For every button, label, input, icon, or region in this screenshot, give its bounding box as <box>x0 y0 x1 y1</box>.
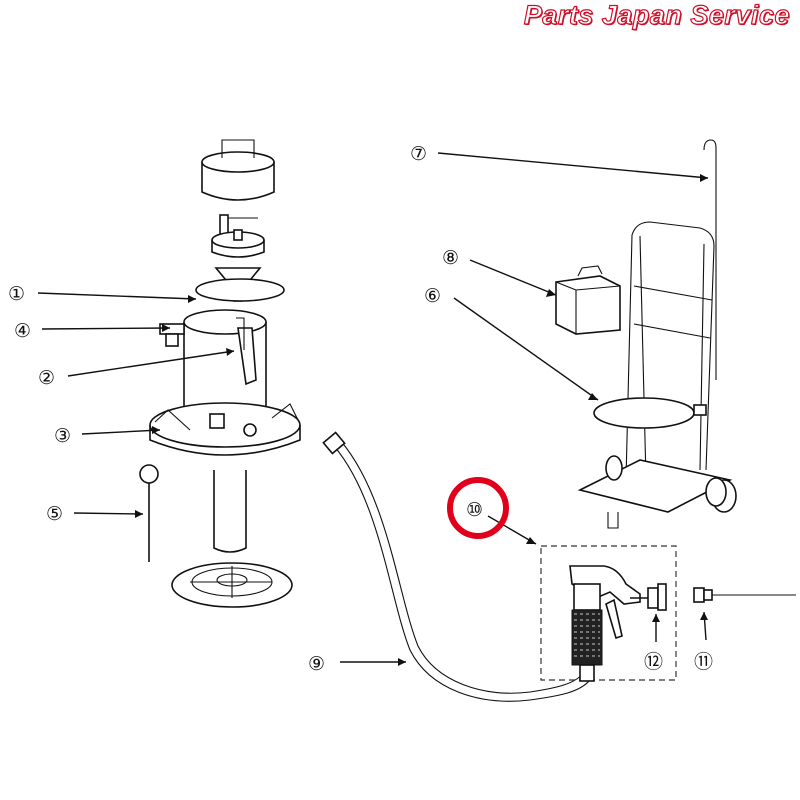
callout-8: ⑧ <box>442 247 459 269</box>
callout-10: ⑩ <box>466 499 483 521</box>
brand-logo: Parts Japan Service <box>523 0 790 31</box>
callout-1: ① <box>8 283 25 305</box>
pump-assembly <box>139 139 301 608</box>
hose <box>322 431 591 702</box>
callout-2: ② <box>38 367 55 389</box>
leader-lines <box>37 152 709 666</box>
callout-6: ⑥ <box>424 285 441 307</box>
cart-assembly <box>555 139 737 529</box>
callout-9: ⑨ <box>308 653 325 675</box>
callout-4: ④ <box>14 320 31 342</box>
highlight-circle <box>447 477 509 539</box>
callout-11: ⑪ <box>694 651 713 673</box>
callout-7: ⑦ <box>410 143 427 165</box>
callout-12: ⑫ <box>644 651 663 673</box>
grease-gun-group <box>540 545 677 682</box>
nozzle-rod <box>693 587 796 603</box>
callout-3: ③ <box>54 425 71 447</box>
callout-5: ⑤ <box>46 503 63 525</box>
